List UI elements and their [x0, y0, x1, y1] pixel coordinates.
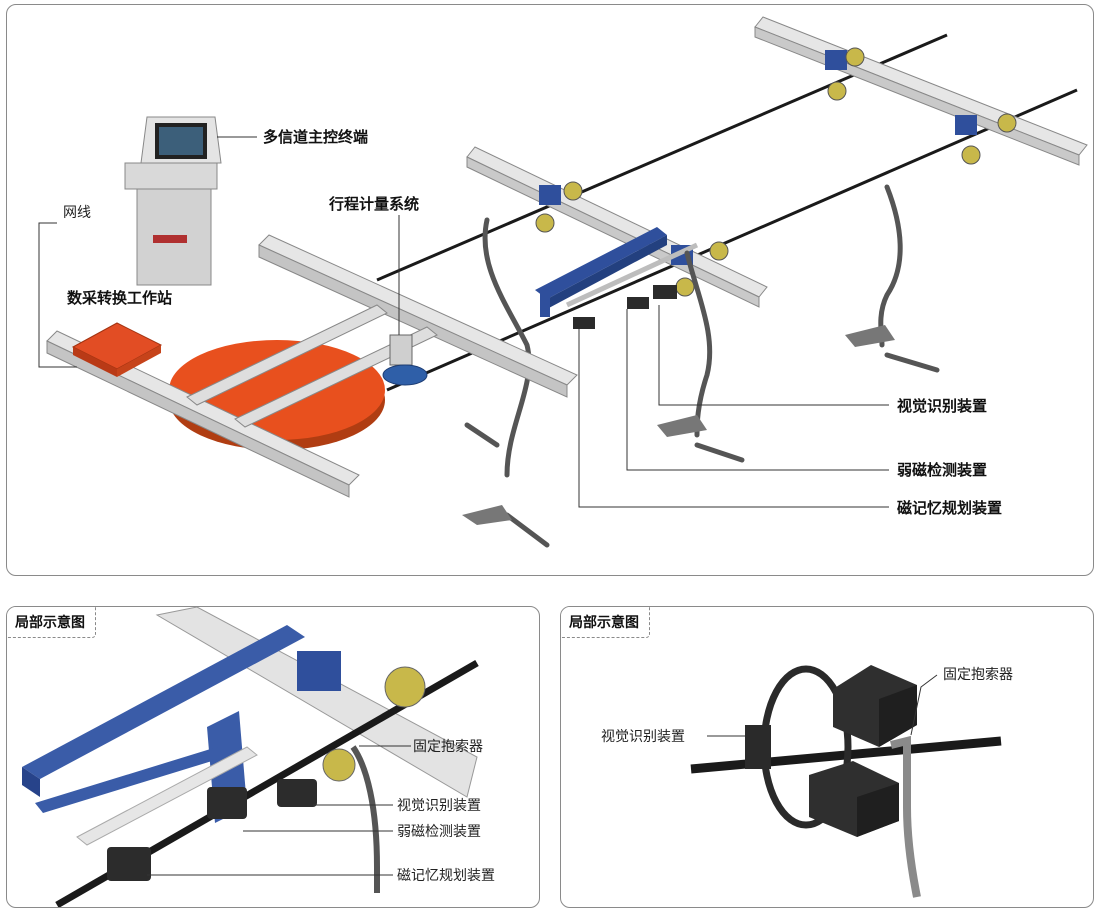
detail-right-tag: 局部示意图	[561, 607, 650, 638]
chair-2-seat	[657, 415, 707, 437]
detail-left-leaders	[147, 745, 411, 876]
workstation-box	[71, 322, 163, 377]
detail-left-weak-magnetic-sensor	[207, 787, 247, 819]
main-diagram: 多信道主控终端 网线 数采转换工作站 行程计量系统 视觉识别装置 弱磁检测装置 …	[38, 16, 1088, 548]
detail-right-label-vision: 视觉识别装置	[601, 729, 685, 745]
detail-panel-left: 固定抱索器 视觉识别装置 弱磁检测装置 磁记忆规划装置 局部示意图	[6, 606, 540, 908]
main-panel: 多信道主控终端 网线 数采转换工作站 行程计量系统 视觉识别装置 弱磁检测装置 …	[6, 4, 1094, 576]
odometer-device	[382, 334, 428, 386]
detail-left-rail	[155, 607, 478, 798]
detail-left-wheel-top	[384, 666, 426, 708]
cable-lower	[386, 88, 1078, 392]
detail-left-tag: 局部示意图	[7, 607, 96, 638]
clamp-far-2	[955, 113, 1017, 165]
detail-left-label-vision: 视觉识别装置	[397, 798, 481, 814]
detail-right-clamp	[890, 735, 921, 898]
leader-lines	[38, 136, 889, 508]
clamp-far-1	[825, 47, 865, 101]
detail-left-wheel-bottom	[322, 748, 356, 782]
detail-right-diagram: 固定抱索器 视觉识别装置	[601, 665, 1013, 898]
clamp-mid-1	[535, 181, 583, 233]
detail-left-label-clamp: 固定抱索器	[413, 738, 483, 755]
label-network: 网线	[63, 205, 91, 221]
terminal-cabinet	[124, 116, 222, 286]
detail-left-vision-sensor	[277, 779, 317, 807]
chair-1-seat	[462, 505, 512, 525]
label-vision: 视觉识别装置	[897, 397, 987, 415]
rail-far	[754, 16, 1088, 166]
detail-right-label-clamp: 固定抱索器	[943, 666, 1013, 683]
detail-left-label-magnetic-memory: 磁记忆规划装置	[397, 868, 495, 884]
detail-left-magnetic-memory-sensor	[107, 847, 151, 881]
detail-left-diagram: 固定抱索器 视觉识别装置 弱磁检测装置 磁记忆规划装置	[22, 607, 495, 907]
detail-right-vision-device	[745, 725, 771, 769]
label-workstation: 数采转换工作站	[67, 289, 172, 307]
detail-left-frame	[22, 625, 305, 846]
label-terminal: 多信道主控终端	[263, 128, 368, 146]
label-weak-magnetic: 弱磁检测装置	[897, 461, 987, 479]
chair-1	[464, 217, 550, 548]
detail-panel-right: 固定抱索器 视觉识别装置 局部示意图	[560, 606, 1094, 908]
detail-left-label-weak-magnetic: 弱磁检测装置	[397, 824, 481, 840]
label-odometer: 行程计量系统	[328, 195, 419, 213]
chair-3	[878, 184, 940, 373]
detection-frame	[535, 227, 699, 329]
detail-left-hanger	[350, 745, 380, 893]
detail-right-leaders	[707, 674, 938, 737]
chair-3-seat	[845, 325, 895, 347]
detail-left-clamp-block	[297, 651, 341, 691]
label-magnetic-memory: 磁记忆规划装置	[897, 499, 1002, 517]
